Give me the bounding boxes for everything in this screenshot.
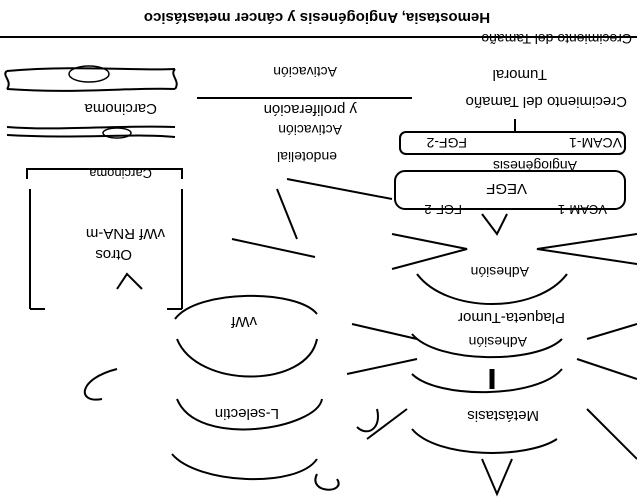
loop-arrow-bottom xyxy=(356,408,379,433)
carcinoma-band-mid xyxy=(6,125,176,138)
hub-spike-7 xyxy=(586,408,637,460)
otros-label: Otros xyxy=(95,246,132,263)
crecimiento-label-1: Crecimiento del Tamaño xyxy=(481,31,632,47)
vcam1-label-b: VCAM-1 xyxy=(557,202,607,217)
hub-spike-2 xyxy=(391,233,468,270)
carcinoma-box xyxy=(26,168,183,179)
hub-spike-6 xyxy=(346,358,418,375)
carcinoma-label-mid: Carcinoma xyxy=(89,166,152,181)
hub-spike-4 xyxy=(351,323,418,340)
connector-activacion xyxy=(286,178,393,200)
otros-chevron xyxy=(116,272,143,290)
metastasis-arc-b xyxy=(411,428,558,454)
arrow-to-otros xyxy=(231,238,316,258)
lselectin-circle xyxy=(171,398,323,481)
angiogenesis-box xyxy=(399,131,626,155)
connector-activacion-b xyxy=(276,188,298,240)
activacion-label-mid: Activación xyxy=(278,122,342,138)
vwf-label: vWf xyxy=(231,313,257,330)
hub-spike-1 xyxy=(536,233,637,265)
adhesion-label-bottom: Adhesión xyxy=(468,334,527,350)
adhesion-label-top: Adhesión xyxy=(470,264,529,280)
hub-spike-9 xyxy=(481,458,513,497)
proliferacion-label: y proliferación xyxy=(263,101,357,118)
hub-spike-10 xyxy=(481,213,508,236)
otros-box xyxy=(29,189,183,310)
hub-spike-3 xyxy=(586,323,637,340)
crecimiento-label-overlap: Crecimiento del Tamaño xyxy=(465,93,627,110)
carcinoma-band-top-ends xyxy=(4,68,178,90)
loop-arrow-small xyxy=(314,473,340,491)
metastasis-label: Metástasis xyxy=(467,407,539,424)
vegf-box xyxy=(394,170,626,210)
hub-spike-5 xyxy=(576,358,637,380)
metastasis-arc xyxy=(411,368,563,394)
activacion-label-top: Activación xyxy=(273,64,337,80)
vwf-circle xyxy=(174,294,318,378)
angiogenesis-label: Angiogénesis xyxy=(492,158,577,174)
adhesion-arc-top xyxy=(416,273,568,305)
vegf-label: VEGF xyxy=(486,180,527,197)
hub-spike-8 xyxy=(366,408,408,440)
carcinoma-band-top xyxy=(6,67,176,92)
carcinoma-cell-cluster-top xyxy=(68,65,110,83)
carcinoma-label-top: Carcinoma xyxy=(84,100,157,117)
crecimiento-label-2: Tumoral xyxy=(492,66,547,83)
plaqueta-hub xyxy=(411,333,563,359)
diagram-title: Hemostasia, Angiogénesis y cáncer metast… xyxy=(143,9,491,26)
plaqueta-tumor-label: Plaqueta-Tumor xyxy=(458,309,565,326)
carcinoma-cell-cluster-mid xyxy=(102,127,132,139)
vwf-rna-label: vWf RNA-m xyxy=(85,225,165,242)
loop-arrow-left xyxy=(83,368,118,401)
endotelial-label: endotelial xyxy=(277,149,337,165)
vcam1-label: VCAM-1 xyxy=(569,135,622,151)
lselectin-label: L-selectin xyxy=(214,405,279,422)
fgf2-label: FGF-2 xyxy=(426,135,467,151)
fgf2-label-b: FGF-2 xyxy=(424,202,462,217)
